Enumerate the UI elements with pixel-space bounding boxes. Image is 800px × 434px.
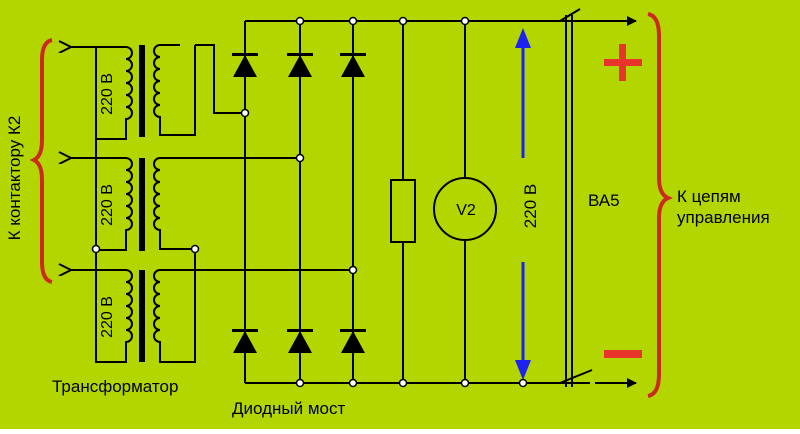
voltmeter: [433, 177, 497, 241]
plus-sign: [604, 44, 642, 81]
diode-bottom-3: [341, 331, 365, 353]
diode-bridge-caption: Диодный мост: [232, 399, 345, 418]
diode-bottom-1: [233, 331, 257, 353]
core-1: [139, 45, 145, 137]
primary-winding-2: [95, 157, 133, 251]
transformer-caption: Трансформатор: [52, 377, 178, 396]
voltmeter-label: V2: [456, 202, 476, 219]
core-3: [139, 270, 145, 362]
minus-sign: [604, 350, 642, 358]
left-brace-label: К контактору К2: [5, 116, 24, 241]
junction-nodes: [91, 16, 528, 388]
diode-bottom-2: [288, 331, 312, 353]
secondary-winding-2: [153, 157, 195, 250]
diode-top-3: [341, 55, 365, 77]
diode-top-1: [233, 55, 257, 77]
core-2: [139, 158, 145, 251]
winding-1-voltage: 220 В: [99, 73, 116, 115]
secondary-winding-3: [153, 249, 196, 363]
right-brace-label-2: управления: [677, 208, 770, 227]
secondary-winding-1: [153, 44, 196, 136]
primary-winding-1: [95, 46, 133, 140]
transformer: [95, 44, 196, 363]
winding-2-voltage: 220 В: [99, 184, 116, 226]
left-brace: [29, 38, 53, 284]
contactor-leads: [70, 47, 126, 270]
primary-winding-3: [95, 269, 133, 363]
breaker-label: ВА5: [588, 191, 620, 210]
diodes: [232, 53, 366, 353]
right-brace: [647, 12, 673, 398]
resistor: [390, 179, 416, 243]
output-voltage-arrows: [515, 28, 531, 380]
diode-top-2: [288, 55, 312, 77]
output-voltage-label: 220 В: [521, 184, 540, 228]
right-brace-label-1: К цепям: [677, 187, 741, 206]
winding-3-voltage: 220 В: [99, 296, 116, 338]
